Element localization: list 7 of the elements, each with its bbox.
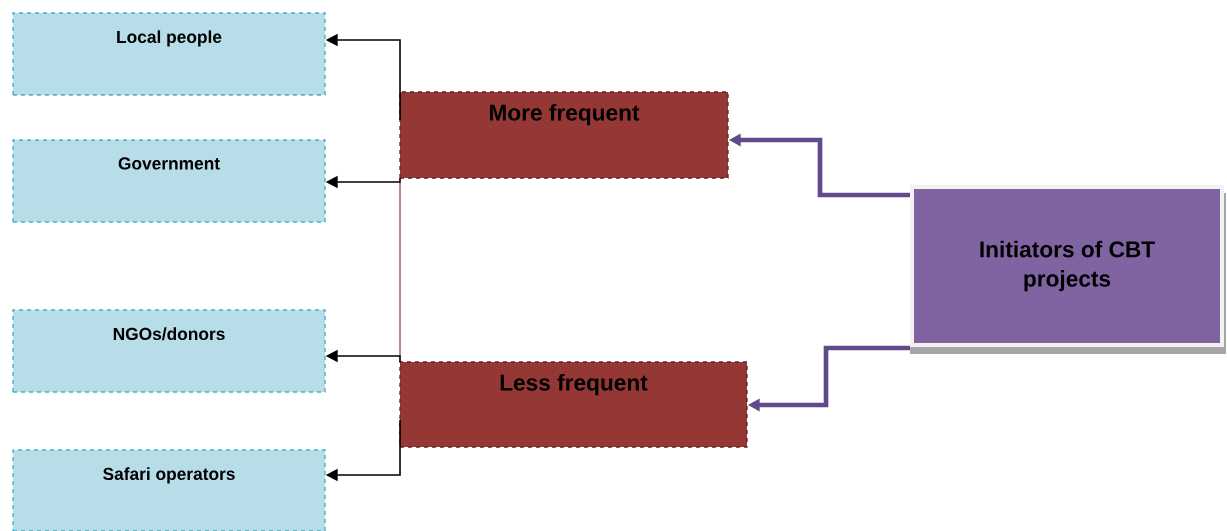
initiator-box: Initiators of CBT projects xyxy=(910,185,1226,354)
frequency-box: Less frequent xyxy=(399,361,748,448)
frequency-box: More frequent xyxy=(399,91,729,179)
side-box: Government xyxy=(12,139,326,223)
side-box: NGOs/donors xyxy=(12,309,326,393)
side-box: Safari operators xyxy=(12,449,326,531)
side-box: Local people xyxy=(12,12,326,96)
